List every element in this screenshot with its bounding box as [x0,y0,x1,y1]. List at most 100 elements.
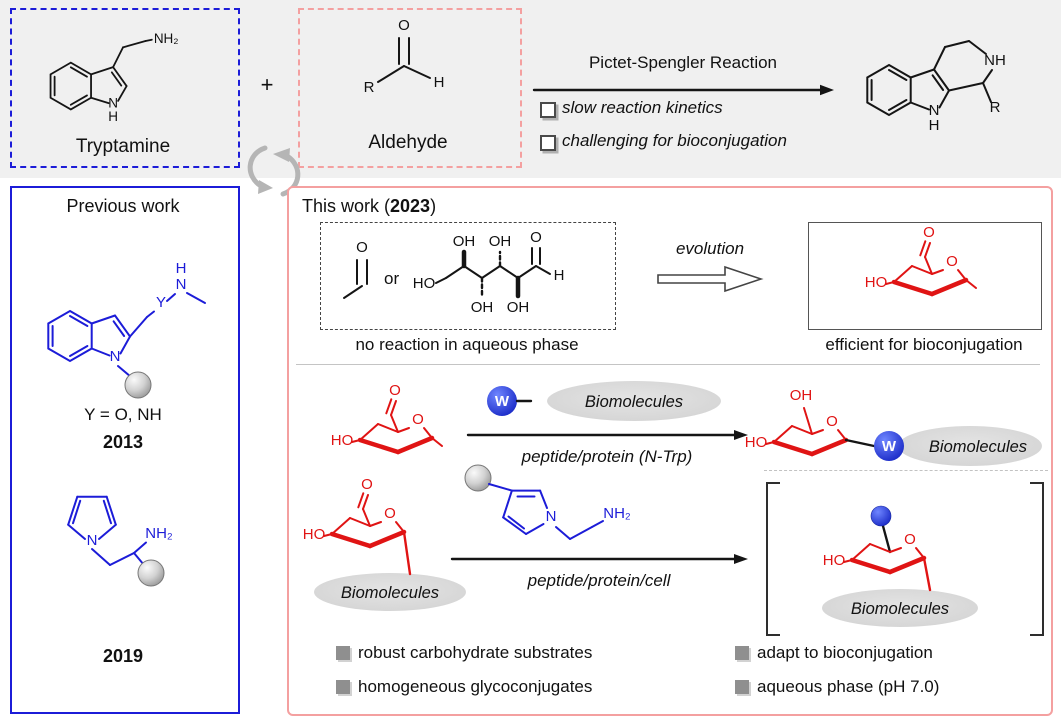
biomolecule-ellipse [822,589,978,627]
bracket-left [766,482,780,636]
no-reaction-caption: no reaction in aqueous phase [355,335,579,354]
bracket-right [1030,482,1044,636]
atom-label-n: N [929,102,940,119]
w-badge [874,431,904,461]
row2-arrow [450,554,748,564]
atom-label-o: O [398,17,410,34]
this-work-title: This work (2023) [302,196,622,217]
title-suffix: ) [430,196,437,216]
biomolecule-ellipse [314,573,466,611]
atom-label-nh2: NH₂ [154,31,179,46]
feature-text-3: adapt to bioconjugation [757,643,933,662]
pyranose-aldehyde-structure: HO O O [865,224,977,297]
w-label: W [495,393,510,410]
feature-bullet-1 [336,646,350,660]
atom-label-y: Y [156,294,166,311]
feature-text-4: aqueous phase (pH 7.0) [757,677,940,696]
atom-label-nh: NH [984,52,1006,69]
efficient-caption: efficient for bioconjugation [825,335,1023,354]
atom-label-h: H [434,74,445,91]
evolution-arrow [657,265,764,293]
atom-label-oh2: OH [489,233,512,250]
product-separator-dashed [764,470,1048,471]
year-2013: 2013 [102,432,144,452]
atom-label-r: R [364,79,375,96]
atom-label-oh3: OH [471,299,494,316]
atom-label-o: O [923,224,935,241]
atom-label-ho: HO [331,432,354,449]
evolved-substrate-box [808,222,1042,330]
aldehyde-box [298,8,522,168]
atom-label-ho: HO [745,434,768,451]
carrier-sphere [124,371,152,399]
conjugation-ball [870,505,892,527]
pyrrole-ring [67,495,117,540]
pyrrole-ring [502,489,548,535]
feature-bullet-4 [735,680,749,694]
indole-ring [47,309,131,363]
ethylamine-chain [91,541,147,566]
biomolecule-reagent-row1: W Biomolecules [487,381,721,421]
atom-label-ring-o: O [904,531,916,548]
plus-sign: + [260,72,274,97]
tryptamine-box [10,8,240,168]
atom-label-n: N [87,532,98,549]
biomolecules-text: Biomolecules [929,438,1027,456]
previous-work-title: Previous work [66,196,180,216]
feature-text-2: homogeneous glycoconjugates [358,677,593,696]
title-year: 2023 [390,196,431,216]
linker-chain [129,292,206,338]
pyrrole-amine-reagent-row2: N NH₂ [464,464,631,540]
atom-label-h: H [108,109,118,124]
atom-label-r: R [990,99,1001,116]
w-badge [487,386,517,416]
y-definition: Y = O, NH [84,405,162,424]
atom-label-o: O [361,476,373,493]
feature-bullet-2 [336,680,350,694]
biomolecules-text: Biomolecules [341,584,439,602]
previous-work-box [10,186,240,714]
atom-label-oh: OH [790,387,813,404]
atom-label-ring-o: O [826,413,838,430]
atom-label-h: H [929,117,940,134]
evolution-label: evolution [675,239,745,258]
atom-label-ho: HO [303,526,326,543]
indole-ring [866,63,950,117]
feature-bullet-3 [735,646,749,660]
atom-label-oh1: OH [453,233,476,250]
carrier-sphere [137,559,165,587]
atom-label-ho: HO [865,274,888,291]
tryptamine-label: Tryptamine [75,136,171,157]
year-2019: 2019 [102,646,144,666]
biomolecules-text: Biomolecules [585,393,683,411]
biomolecule-ellipse [898,426,1042,466]
atom-label-oh4: OH [507,299,530,316]
atom-label-ho: HO [823,552,846,569]
carrier-sphere [464,464,492,492]
atom-label-h: H [554,267,565,284]
atom-label-ring-o: O [384,505,396,522]
ethylamine-chain [112,38,153,69]
feature-text-1: robust carbohydrate substrates [358,643,593,662]
reaction-name: Pictet-Spengler Reaction [588,53,778,72]
atom-label-nh2: NH₂ [145,525,173,542]
atom-label-ring-o: O [412,411,424,428]
drawback-text-1: slow reaction kinetics [562,98,723,117]
atom-label-ho: HO [413,275,436,292]
drawback-checkbox-2 [540,135,556,151]
atom-label-o: O [530,229,542,246]
drawback-text-2: challenging for bioconjugation [562,131,787,150]
glycoconjugate-product-row1: W HO O OH Biomolecules [745,387,1042,466]
product-structure: N H NH R [866,40,1006,134]
atom-label-n: N [110,348,121,365]
atom-label-nh2: NH₂ [603,505,631,522]
previous-structure-2019: N NH₂ [67,495,173,587]
tryptamine-structure: N H NH₂ [49,31,179,124]
aldehyde-label: Aldehyde [368,132,448,153]
substrates-dashed-box [320,222,616,330]
atom-label-n2: N [176,276,187,293]
open-chain-sugar-structure: HO OH OH OH OH O H [413,229,565,316]
aldehyde-structure: O R H [364,17,445,96]
biomolecules-text: Biomolecules [851,600,949,618]
